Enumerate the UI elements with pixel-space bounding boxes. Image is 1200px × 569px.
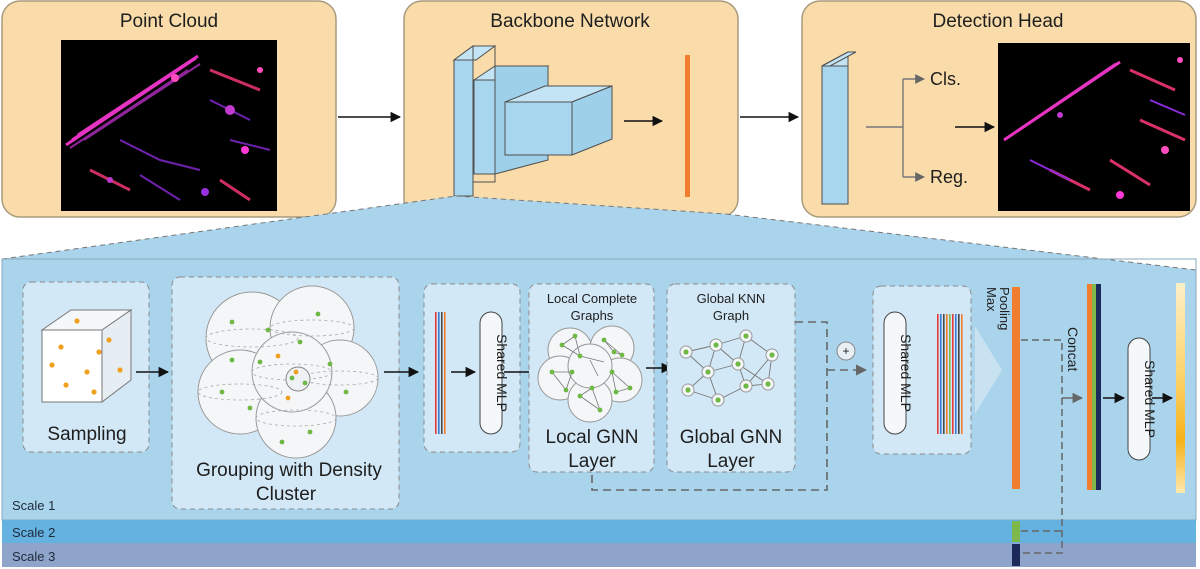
- concat-label: Concat: [1065, 327, 1081, 371]
- point-cloud-title: Point Cloud: [120, 11, 218, 32]
- shared-mlp-pill-1: [479, 311, 503, 435]
- grouping-box: Grouping with Density Cluster: [171, 276, 400, 510]
- zoom-line-left: [1, 195, 457, 260]
- local-gnn-label-line2: Layer: [568, 451, 616, 472]
- zoom-line-top: [455, 195, 727, 215]
- global-graph-nodes: [683, 333, 775, 403]
- max-pooling-label-line2: Pooling: [997, 287, 1012, 330]
- shared-mlp-pill-3: [1127, 337, 1151, 461]
- scale3-label: Scale 3: [12, 549, 55, 564]
- pooled-feature-scale1: [1012, 287, 1020, 489]
- global-gnn-label-line2: Layer: [707, 451, 755, 472]
- max-pooling-label-line1: Max: [984, 287, 999, 312]
- final-feature-vector: [1176, 283, 1185, 493]
- global-gnn-box: Global KNN Graph Global GNN Layer: [666, 283, 796, 473]
- global-graph-node-rings: [679, 329, 779, 407]
- local-graph-circles: [537, 325, 643, 423]
- scale1-label: Scale 1: [12, 498, 55, 513]
- sampling-box: Sampling: [22, 281, 150, 453]
- detection-head-box: Detection Head Cls. Reg.: [801, 0, 1197, 218]
- point-cloud-render-2: [1003, 57, 1186, 199]
- cluster-points-green: [219, 311, 349, 445]
- point-cloud-render-1: [65, 54, 271, 202]
- backbone-network-box: Backbone Network: [403, 0, 739, 218]
- sum-node: +: [836, 341, 856, 361]
- concat-connectors: [1021, 339, 1063, 554]
- shared-mlp-label-2: Shared MLP: [898, 334, 914, 412]
- global-graph-caption-line2: Graph: [713, 308, 749, 323]
- concat-feature-navy: [1096, 284, 1101, 490]
- local-graph-caption-line1: Local Complete: [547, 291, 637, 306]
- concat-feature-green: [1092, 284, 1096, 490]
- sampling-cube: [40, 309, 133, 404]
- local-gnn-label-line1: Local GNN: [546, 427, 639, 448]
- local-graph-caption-line2: Graphs: [571, 308, 614, 323]
- concat-feature-orange: [1087, 284, 1092, 490]
- local-graph-nodes: [549, 333, 633, 413]
- mlp1-input-features: [435, 312, 446, 434]
- mlp2-output-features: [937, 314, 963, 434]
- head-branch-lines: [866, 74, 925, 182]
- shared-mlp-label-1: Shared MLP: [494, 334, 510, 412]
- global-gnn-label-line1: Global GNN: [680, 427, 782, 448]
- grouping-label-line1: Grouping with Density: [196, 460, 382, 481]
- shared-mlp-pill-2: [883, 311, 907, 435]
- cluster-points-orange: [275, 353, 299, 401]
- scale2-label: Scale 2: [12, 525, 55, 540]
- backbone-feature-vector: [685, 55, 690, 197]
- detection-head-title: Detection Head: [933, 11, 1064, 32]
- backbone-title: Backbone Network: [490, 11, 650, 32]
- max-pooling-arrow: [975, 326, 1002, 414]
- sampling-label: Sampling: [47, 424, 126, 445]
- point-cloud-box: Point Cloud: [1, 0, 337, 218]
- local-graph-edges: [551, 335, 631, 411]
- pooled-feature-scale3: [1012, 544, 1020, 566]
- sampling-points: [49, 318, 123, 395]
- detection-output-image: [998, 43, 1190, 211]
- scale3-band: [2, 543, 1196, 567]
- backbone-layer-stack: [452, 45, 613, 197]
- skip-connection-path: [591, 321, 828, 491]
- shared-mlp-label-3: Shared MLP: [1142, 360, 1158, 438]
- pooled-feature-scale2: [1012, 521, 1020, 542]
- grouping-label-line2: Cluster: [256, 484, 317, 505]
- head-feature-block: [821, 51, 857, 205]
- zoom-line-right: [725, 213, 1197, 271]
- global-graph-caption-line1: Global KNN: [697, 291, 766, 306]
- inner-cluster: [285, 366, 311, 392]
- density-cluster-spheres: [197, 285, 379, 459]
- shared-mlp-box-1: Shared MLP: [423, 283, 521, 453]
- scale2-band: [2, 520, 1196, 543]
- local-gnn-box: Local Complete Graphs Local GNN Layer: [528, 283, 655, 473]
- reg-label: Reg.: [930, 167, 968, 187]
- sum-symbol: +: [842, 344, 849, 358]
- sphere-equators: [197, 319, 379, 427]
- cls-label: Cls.: [930, 69, 961, 89]
- shared-mlp-box-2: Shared MLP: [872, 285, 972, 455]
